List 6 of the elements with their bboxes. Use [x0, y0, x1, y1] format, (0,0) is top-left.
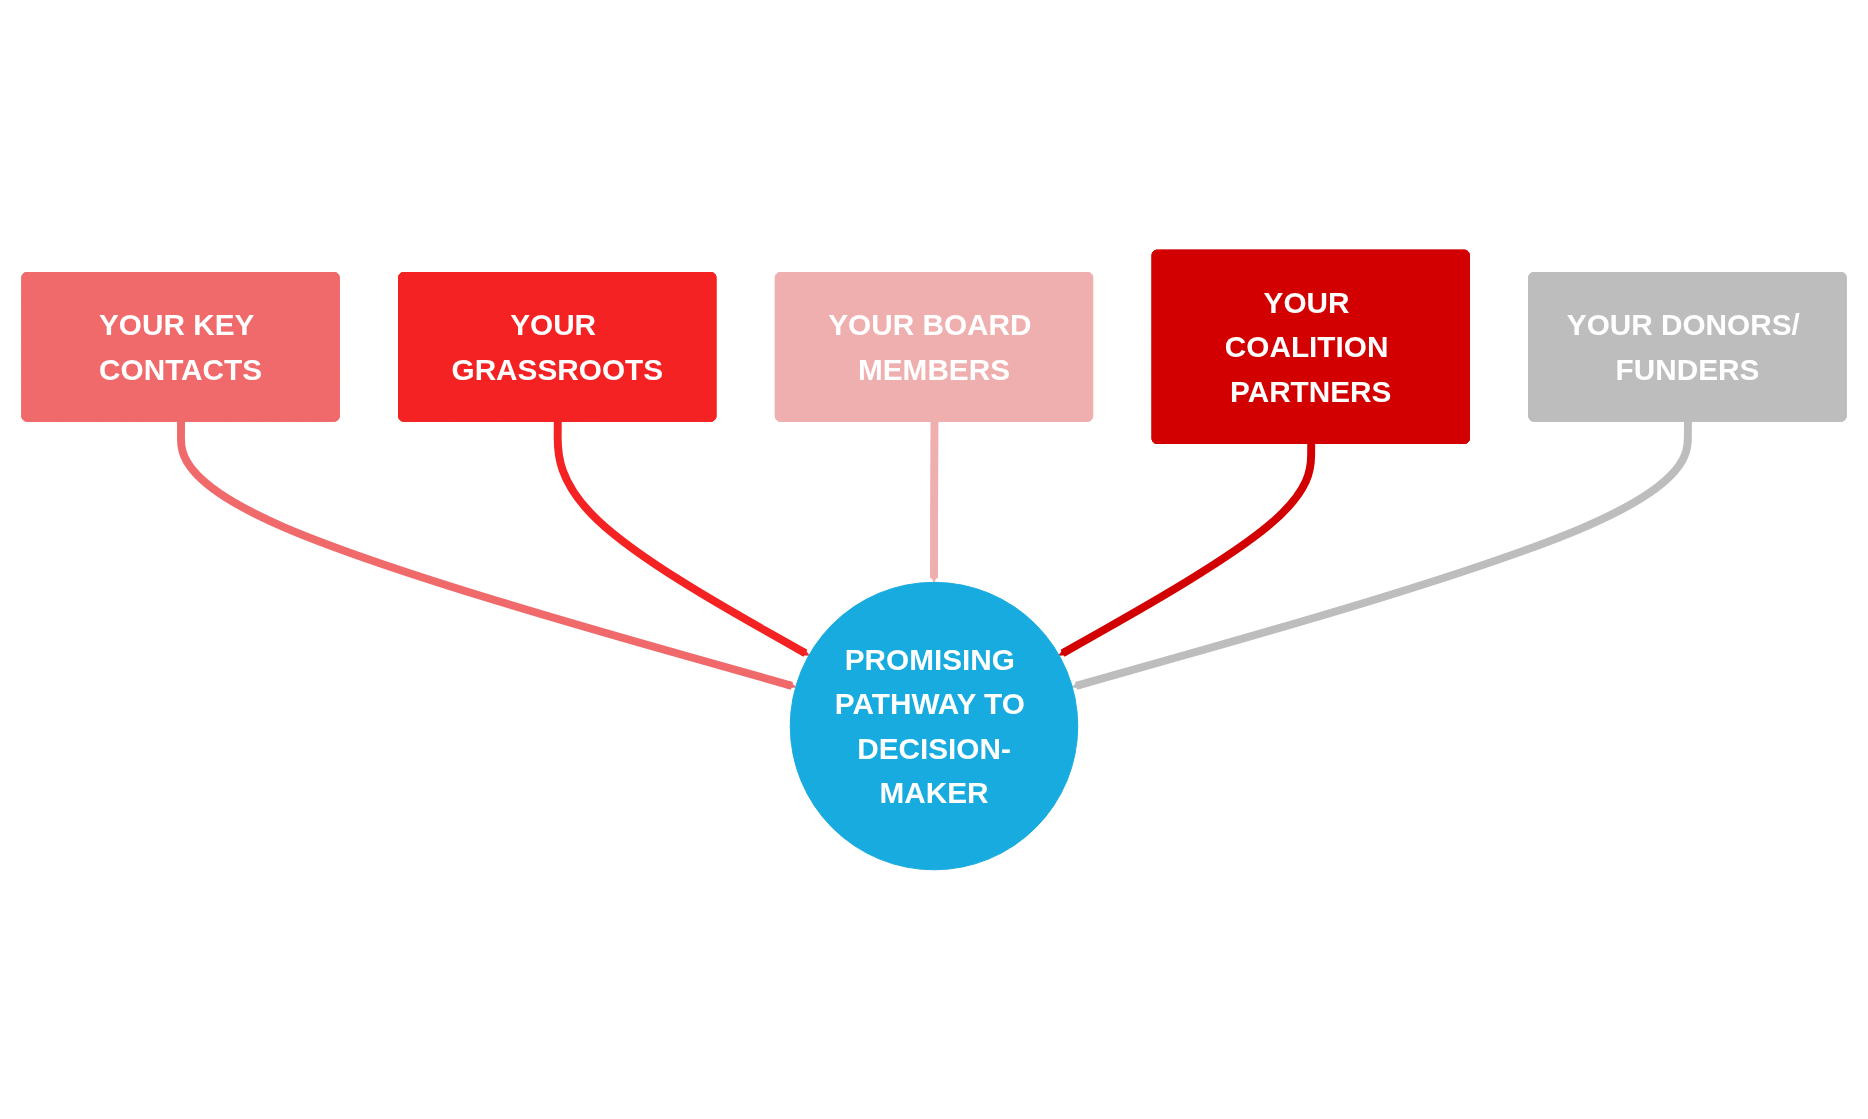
arrow: [1058, 443, 1316, 657]
arrow: [553, 421, 810, 657]
arrow: [1071, 421, 1692, 690]
node-circle: PROMISING PATHWAY TO DECISION-MAKER: [789, 581, 1079, 870]
arrow: [929, 421, 939, 583]
arrow: [177, 421, 797, 690]
